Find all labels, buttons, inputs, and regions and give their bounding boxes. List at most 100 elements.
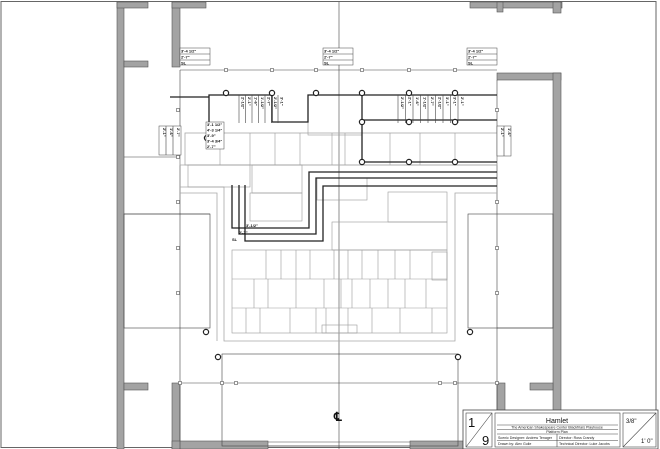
stair-label: 2'-1" <box>460 97 465 106</box>
pipe-marker <box>453 381 457 385</box>
technical-director: Technical Director: Luke Jacobs <box>559 442 610 446</box>
left-step-dim-1: 4'-3 1/4" <box>207 128 222 133</box>
pipe-marker <box>176 108 180 112</box>
dimension-value: SL <box>468 61 474 66</box>
post-marker <box>451 89 459 97</box>
post-marker <box>358 89 366 97</box>
lower-step-label-0: 3'-1/2" <box>246 223 258 228</box>
dimension-value: 2'-7" <box>468 55 477 60</box>
pipe-marker <box>270 68 274 72</box>
posts <box>202 89 474 361</box>
side-right-label-1: 1'-6" <box>507 128 512 137</box>
left-step-dim-4: 2'-7" <box>207 144 216 149</box>
stair-label: 2'-1/2" <box>240 97 245 109</box>
stair-label: 2'-1" <box>407 97 412 106</box>
pipe-marker <box>495 200 499 204</box>
stair-label: 3'-1" <box>279 97 284 106</box>
sheet-total: 9 <box>482 433 489 448</box>
pipe-marker <box>314 68 318 72</box>
lower-step-label-1: 2'-7" <box>239 230 248 235</box>
post-marker <box>222 89 230 97</box>
stair-label: 1'-1/2" <box>260 97 265 109</box>
venue: The American Shakespeare Center Blackfri… <box>511 426 603 430</box>
right-side-stair: 2'-1" 1'-6" <box>496 125 512 157</box>
left-step-dim-2: 3'-9" <box>207 133 216 138</box>
stair-label: 2'-1/2" <box>273 97 278 109</box>
dimension-table <box>466 47 498 66</box>
post-marker <box>405 118 413 126</box>
stair-label: 3'-1" <box>445 97 450 106</box>
pipe-marker <box>495 246 499 250</box>
view-name: Platform Plan <box>546 430 568 434</box>
side-left-label-1: 1'-6" <box>169 128 174 137</box>
pipe-marker <box>453 68 457 72</box>
post-marker <box>451 118 459 126</box>
pipe-marker <box>224 68 228 72</box>
post-marker <box>214 353 222 361</box>
left-step-table: 3'-1 1/2" 4'-3 1/4" 3'-9" 3'-4 3/4" 2'-7… <box>205 121 225 150</box>
pipe-markers <box>176 68 499 385</box>
stage-outline <box>123 2 554 449</box>
platforms <box>179 94 498 342</box>
stair-label: 2'-7" <box>266 97 271 106</box>
post-marker <box>454 353 462 361</box>
stair-label: 2'-7" <box>430 97 435 106</box>
stair-label: 2'-1" <box>247 97 252 106</box>
stair-treads: 2'-1/2"2'-1"1'-6"1'-1/2"2'-7"2'-1/2"3'-1… <box>238 95 465 123</box>
sheet-number: 1 <box>468 415 475 430</box>
post-marker <box>451 158 459 166</box>
lower-step-label-2: SL <box>232 237 238 242</box>
director: Director: Ross Crandy <box>559 436 595 440</box>
dimension-table <box>322 47 354 66</box>
side-left-label-2: 2'-7" <box>176 128 181 137</box>
pipe-marker <box>220 381 224 385</box>
pipe-marker <box>438 381 442 385</box>
pipe-marker <box>234 381 238 385</box>
post-marker <box>358 158 366 166</box>
pipe-marker <box>495 291 499 295</box>
stair-label: 1'-6" <box>415 97 420 106</box>
stair-label: 2'-1/2" <box>437 97 442 109</box>
post-marker <box>466 328 474 336</box>
post-marker <box>405 89 413 97</box>
dimension-value: 3'-4 1/2" <box>181 49 196 54</box>
pipe-marker <box>495 381 499 385</box>
stair-label: 3'-1" <box>452 97 457 106</box>
dimension-value: 3'-4 1/2" <box>468 49 483 54</box>
scale-top: 3/8" <box>626 419 636 425</box>
dimension-tables: 3'-4 1/2"2'-7"SL3'-4 1/2"2'-7"SL3'-4 1/2… <box>179 47 498 66</box>
dimension-value: 3'-4 1/2" <box>324 49 339 54</box>
pipe-marker <box>176 155 180 159</box>
pipe-marker <box>360 68 364 72</box>
step-edges <box>170 94 497 242</box>
dimension-value: 2'-7" <box>181 55 190 60</box>
pipe-marker <box>407 68 411 72</box>
dimension-value: SL <box>181 61 187 66</box>
post-marker <box>312 89 320 97</box>
stair-label: 1'-6" <box>253 97 258 106</box>
dimension-value: SL <box>324 61 330 66</box>
left-step-dim-3: 3'-4 3/4" <box>207 139 222 144</box>
stair-label: 2'-1/2" <box>400 97 405 109</box>
post-marker <box>268 89 276 97</box>
drawn-by: Drawn by: Alex Guile <box>498 442 531 446</box>
pipe-marker <box>176 291 180 295</box>
post-marker <box>202 328 210 336</box>
centerline-symbol: ℄ <box>333 410 342 424</box>
pipe-marker <box>495 108 499 112</box>
scenic-designer: Scenic Designer: Andrew Tenager <box>498 436 553 440</box>
side-right-label-0: 2'-1" <box>500 128 505 137</box>
pipe-marker <box>176 200 180 204</box>
scale-bottom: 1' 0" <box>641 439 653 445</box>
dimension-table <box>179 47 211 66</box>
pipe-marker <box>178 381 182 385</box>
stair-label: 1'-1/2" <box>422 97 427 109</box>
side-left-label-0: 2'-1" <box>162 128 167 137</box>
drawing-title: Hamlet <box>546 418 568 425</box>
title-block: 1 9 Hamlet The American Shakespeare Cent… <box>462 409 659 449</box>
dimension-value: 2'-7" <box>324 55 333 60</box>
pipe-marker <box>176 246 180 250</box>
post-marker <box>358 118 366 126</box>
